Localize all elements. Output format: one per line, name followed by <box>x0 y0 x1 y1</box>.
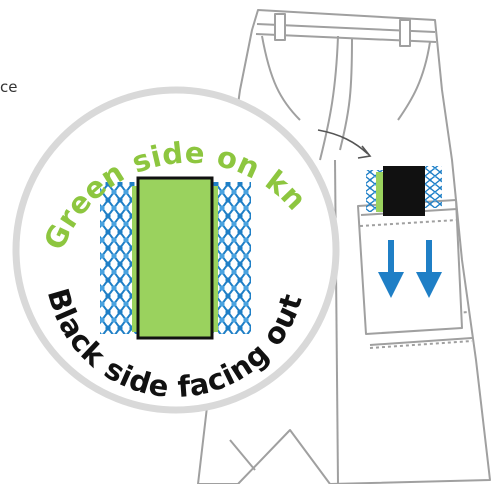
pad-green-face <box>138 178 212 338</box>
pad-black-side <box>383 166 425 216</box>
knee-pad-illustration <box>100 178 251 338</box>
